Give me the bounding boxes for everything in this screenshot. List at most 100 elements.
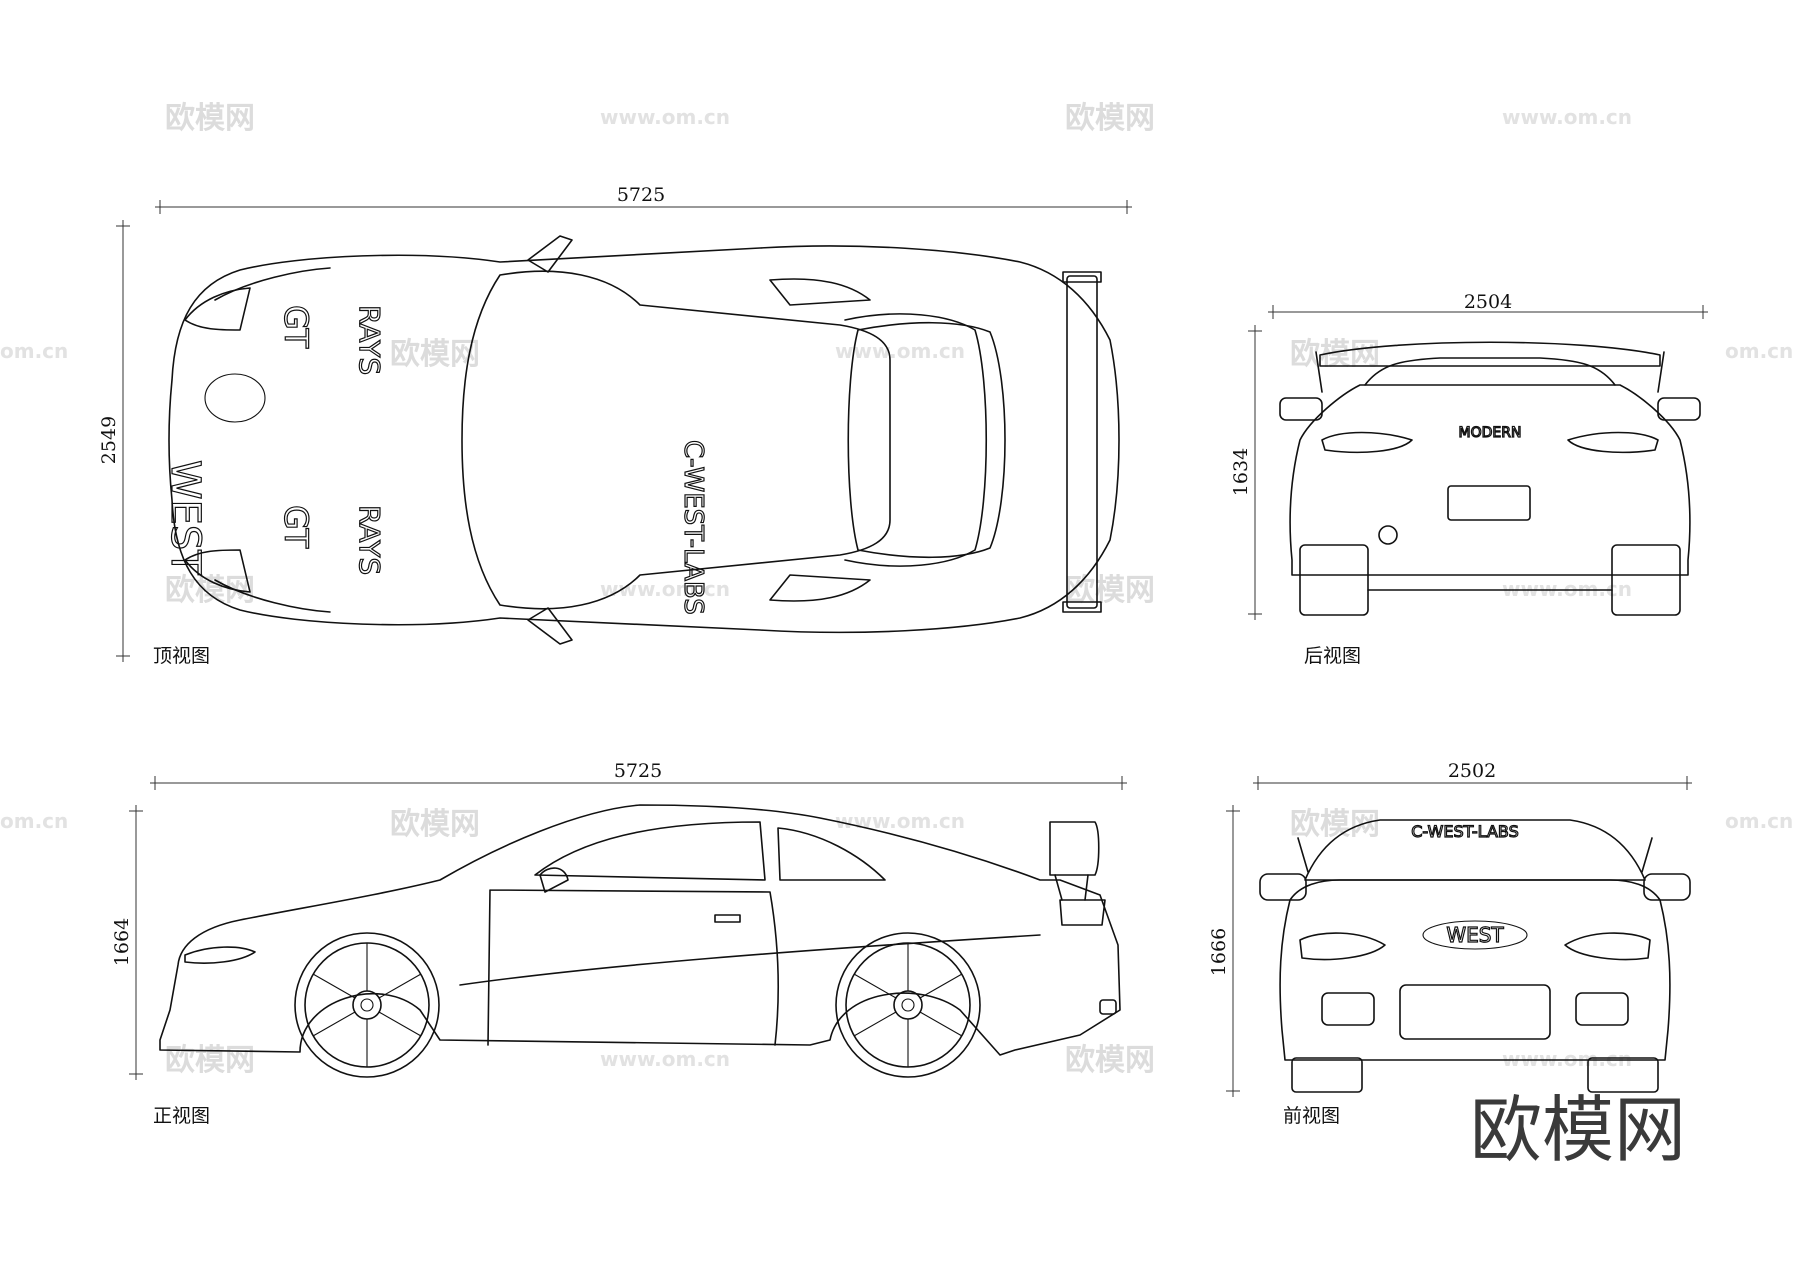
- front-height-label: 1666: [1208, 928, 1230, 976]
- watermark-url: om.cn: [0, 809, 68, 833]
- rear-height-dimension: 1634: [1230, 325, 1262, 620]
- top-windshield: [461, 270, 891, 610]
- top-wing-endplate: [1062, 271, 1102, 283]
- side-rear-wheel: [835, 932, 981, 1078]
- rear-width-dimension: 2504: [1268, 291, 1708, 319]
- side-view-title: 正视图: [153, 1105, 210, 1127]
- brand-logo: 欧模网: [1470, 1088, 1686, 1172]
- top-body-outline: [168, 245, 1120, 634]
- top-side-window: [769, 278, 871, 602]
- front-tire-right: [1587, 1057, 1659, 1093]
- front-height-dimension: 1666: [1208, 805, 1240, 1097]
- watermark-url: www.om.cn: [1502, 1047, 1632, 1071]
- rear-badge: MODERN: [1459, 425, 1522, 441]
- rear-view-title: 后视图: [1304, 645, 1361, 667]
- front-mirror-left: [1259, 873, 1307, 901]
- top-hood-livery: WEST C-WEST-LABS GT RAYS GT RAYS: [161, 304, 708, 615]
- rear-body-outline: [1289, 384, 1691, 576]
- rear-view: 2504 1634 MODERN 后视图: [1230, 291, 1708, 667]
- watermark-brand: 欧模网: [165, 101, 255, 136]
- front-hood-logo: [1422, 920, 1528, 950]
- front-grille: [1399, 984, 1551, 1040]
- front-headlight-left: [1299, 932, 1386, 961]
- watermark-brand: 欧模网: [390, 807, 480, 842]
- side-taillight: [1059, 899, 1106, 926]
- rear-wing: [1319, 341, 1661, 367]
- watermark-url: www.om.cn: [835, 809, 965, 833]
- rear-license-plate: [1447, 485, 1531, 521]
- side-height-dimension: 1664: [111, 805, 143, 1080]
- side-door: [487, 889, 780, 1046]
- top-headlight: [184, 287, 251, 331]
- watermark-url: www.om.cn: [1502, 105, 1632, 129]
- top-headlight: [184, 549, 251, 593]
- side-exhaust: [1099, 999, 1117, 1015]
- side-length-dimension: 5725: [150, 760, 1127, 790]
- side-rear-wing: [1049, 821, 1100, 876]
- top-hood-rays: RAYS: [353, 505, 386, 575]
- watermark-brand: 欧模网: [390, 337, 480, 372]
- watermark-brand: 欧模网: [165, 1043, 255, 1078]
- watermark-url: om.cn: [1725, 809, 1793, 833]
- side-crease: [459, 934, 1041, 986]
- top-hood-brand: C-WEST-LABS: [678, 440, 708, 615]
- front-width-label: 2502: [1448, 760, 1496, 782]
- side-headlight: [184, 946, 256, 964]
- rear-mirror-right: [1657, 397, 1701, 421]
- top-hood-gt: GT: [277, 305, 315, 349]
- rear-exhaust: [1378, 525, 1398, 545]
- top-hood-line: [214, 267, 331, 613]
- rear-taillight-right: [1567, 431, 1659, 454]
- rear-mirror-left: [1279, 397, 1323, 421]
- front-width-dimension: 2502: [1253, 760, 1692, 790]
- top-rear-wing: [1066, 275, 1098, 609]
- top-wing-endplate: [1062, 601, 1102, 613]
- watermark-url: www.om.cn: [1502, 577, 1632, 601]
- front-tire-left: [1291, 1057, 1363, 1093]
- side-wing-stand: [1054, 874, 1089, 901]
- top-hood-word: WEST: [162, 460, 208, 575]
- front-body-outline: [1279, 879, 1671, 1061]
- rear-wheel-left: [1299, 544, 1369, 616]
- front-hood-word: WEST: [1446, 923, 1504, 947]
- top-hood-rays: RAYS: [353, 305, 386, 375]
- rear-window: [1364, 357, 1616, 386]
- front-windshield: [1304, 819, 1646, 881]
- rear-wing-endplate: [1315, 351, 1665, 393]
- side-height-label: 1664: [111, 918, 133, 966]
- front-fog-left: [1321, 992, 1375, 1026]
- side-view: 5725 1664: [111, 760, 1127, 1127]
- side-window: [534, 821, 766, 881]
- top-view: 5725 2549 WEST C-WEST-LABS: [98, 184, 1132, 667]
- watermark-url: om.cn: [0, 339, 68, 363]
- front-view-title: 前视图: [1283, 1105, 1340, 1127]
- front-wing-edge: [1297, 837, 1653, 873]
- watermark-url: www.om.cn: [600, 105, 730, 129]
- top-length-dimension: 5725: [155, 184, 1132, 214]
- front-fog-right: [1575, 992, 1629, 1026]
- watermark-url: www.om.cn: [600, 577, 730, 601]
- top-mirror-right: [527, 607, 573, 645]
- top-length-label: 5725: [617, 184, 665, 206]
- side-mirror: [539, 867, 569, 893]
- watermark-url: www.om.cn: [835, 339, 965, 363]
- top-width-dimension: 2549: [98, 220, 130, 662]
- top-width-label: 2549: [98, 416, 120, 464]
- watermark-brand: 欧模网: [1065, 1043, 1155, 1078]
- watermark-url: om.cn: [1725, 339, 1793, 363]
- watermark-brand: 欧模网: [1290, 807, 1380, 842]
- rear-wheel-right: [1611, 544, 1681, 616]
- front-windshield-brand: C-WEST-LABS: [1411, 822, 1519, 841]
- rear-width-label: 2504: [1464, 291, 1512, 313]
- side-door-handle: [714, 914, 741, 923]
- rear-taillight-left: [1321, 431, 1413, 454]
- side-body-outline: [159, 804, 1121, 1056]
- top-view-title: 顶视图: [153, 645, 210, 667]
- side-length-label: 5725: [614, 760, 662, 782]
- front-view: 2502 1666 WEST C-WEST-LABS 前视图: [1208, 760, 1692, 1127]
- rear-height-label: 1634: [1230, 448, 1252, 496]
- side-front-wheel: [294, 932, 440, 1078]
- top-mirror-left: [527, 235, 573, 273]
- front-headlight-right: [1564, 932, 1651, 961]
